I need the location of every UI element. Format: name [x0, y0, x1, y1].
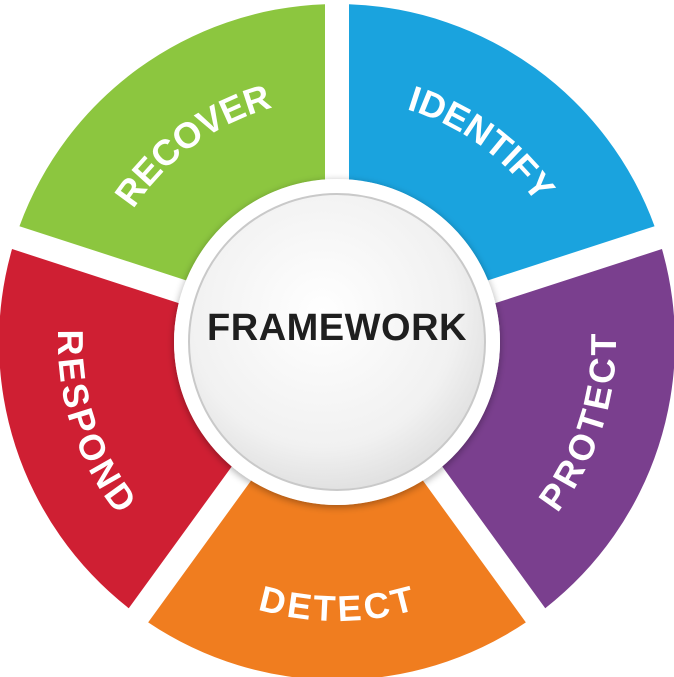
respond-segment [0, 249, 232, 609]
hub-title: FRAMEWORK [207, 307, 467, 349]
recover-segment [19, 4, 326, 281]
protect-segment [442, 249, 674, 609]
hub-disc [188, 193, 486, 491]
identify-segment [348, 4, 655, 281]
detect-segment [148, 480, 526, 677]
